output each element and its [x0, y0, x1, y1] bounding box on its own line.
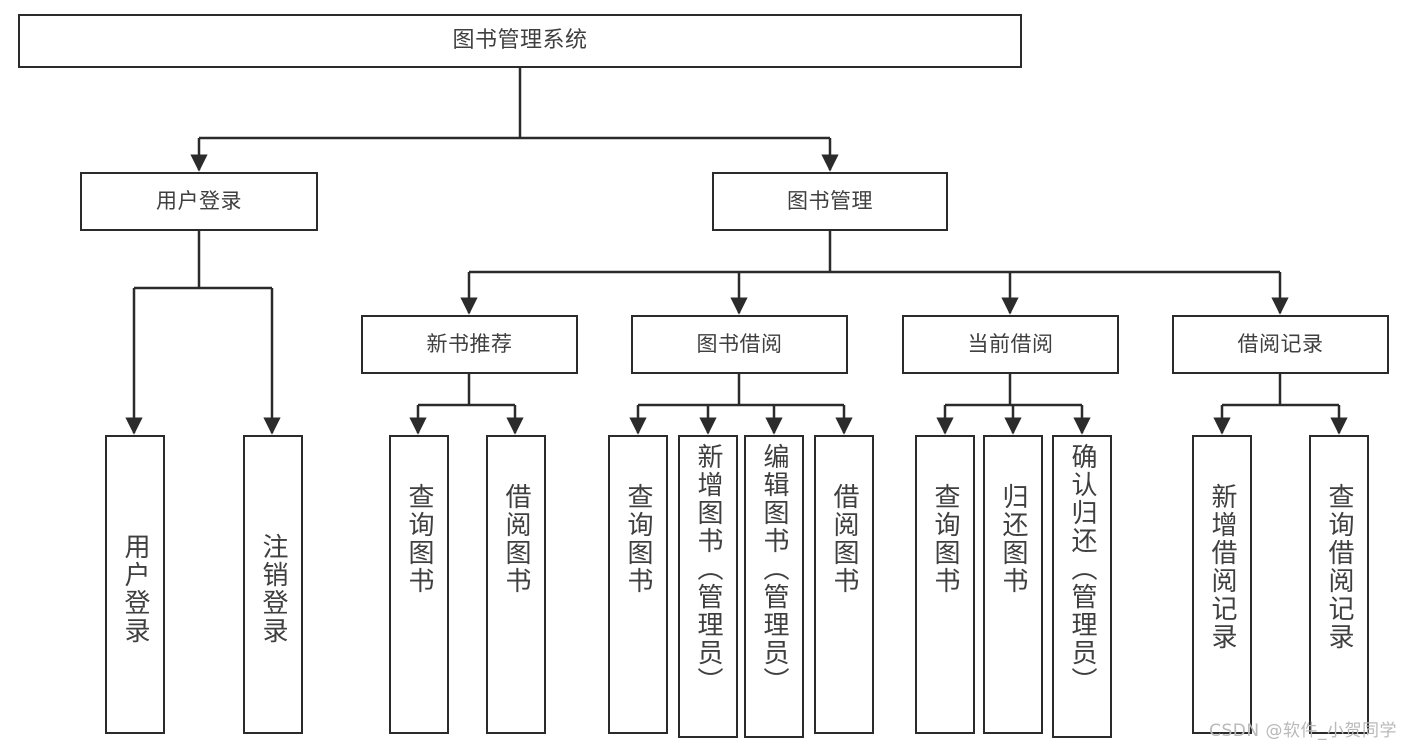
leaf-query-book-recommend[interactable]: 查询图书: [389, 435, 449, 734]
node-label: 查询图书: [404, 483, 434, 595]
node-label: 借阅图书: [829, 483, 859, 595]
leaf-query-book-borrow[interactable]: 查询图书: [608, 435, 668, 734]
node-label: 查询图书: [623, 483, 653, 595]
node-label: 确认归还（管理员）: [1067, 443, 1097, 695]
leaf-user-logout[interactable]: 注销登录: [243, 435, 303, 734]
node-root-system[interactable]: 图书管理系统: [18, 14, 1022, 68]
node-label: 编辑图书（管理员）: [759, 443, 789, 695]
node-user-login[interactable]: 用户登录: [80, 172, 318, 231]
leaf-edit-book[interactable]: 编辑图书（管理员）: [744, 435, 804, 738]
node-label: 当前借阅: [967, 332, 1054, 357]
leaf-query-book-current[interactable]: 查询图书: [915, 435, 975, 734]
node-label: 图书借阅: [696, 332, 783, 357]
node-label: 新书推荐: [426, 332, 513, 357]
leaf-query-borrow-record[interactable]: 查询借阅记录: [1309, 435, 1369, 734]
node-label: 用户登录: [156, 189, 242, 214]
leaf-borrow-book-recommend[interactable]: 借阅图书: [486, 435, 546, 734]
node-label: 借阅图书: [501, 483, 531, 595]
node-label: 新增借阅记录: [1207, 483, 1237, 651]
node-label: 新增图书（管理员）: [693, 443, 723, 695]
leaf-add-borrow-record[interactable]: 新增借阅记录: [1192, 435, 1252, 734]
node-book-manage[interactable]: 图书管理: [712, 172, 948, 231]
node-label: 借阅记录: [1237, 332, 1324, 357]
node-book-borrow[interactable]: 图书借阅: [631, 315, 848, 374]
leaf-return-book[interactable]: 归还图书: [983, 435, 1043, 734]
node-label: 归还图书: [998, 483, 1028, 595]
node-borrow-record[interactable]: 借阅记录: [1172, 315, 1389, 374]
node-label: 用户登录: [120, 533, 150, 645]
node-label: 图书管理: [787, 189, 873, 214]
leaf-user-login[interactable]: 用户登录: [105, 435, 165, 734]
csdn-watermark: CSDN @软件_小贺同学: [1209, 721, 1397, 741]
leaf-confirm-return[interactable]: 确认归还（管理员）: [1052, 435, 1112, 738]
node-label: 查询图书: [930, 483, 960, 595]
node-new-book-recommend[interactable]: 新书推荐: [361, 315, 578, 374]
leaf-borrow-book[interactable]: 借阅图书: [814, 435, 874, 734]
node-label: 图书管理系统: [452, 28, 588, 54]
node-label: 注销登录: [258, 533, 288, 645]
leaf-add-book[interactable]: 新增图书（管理员）: [678, 435, 738, 738]
node-label: 查询借阅记录: [1324, 483, 1354, 651]
node-current-borrow[interactable]: 当前借阅: [902, 315, 1119, 374]
